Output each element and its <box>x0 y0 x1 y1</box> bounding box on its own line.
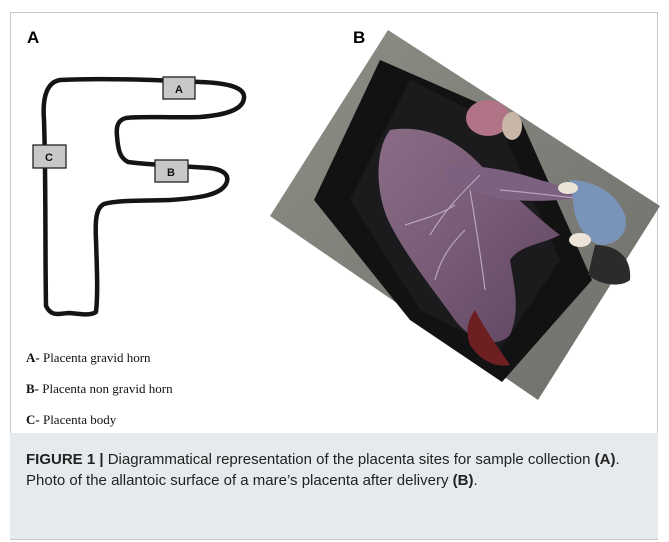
diagram-box-a-label: A <box>175 84 183 96</box>
legend-item-c-text: Placenta body <box>40 412 117 427</box>
legend-item-b-text: Placenta non gravid horn <box>39 381 173 396</box>
legend-item-b: B- Placenta non gravid horn <box>26 381 173 397</box>
placenta-outline <box>44 79 244 314</box>
diagram-box-c-label: C <box>45 152 53 164</box>
placenta-photo <box>270 30 660 400</box>
figure-caption: FIGURE 1 | Diagrammatical representation… <box>10 433 658 539</box>
figure-label: FIGURE 1 | <box>26 451 104 468</box>
diagram-box-a: A <box>163 77 195 99</box>
legend-item-a: A- Placenta gravid horn <box>26 350 151 366</box>
caption-text-3: . <box>473 472 477 489</box>
legend-item-a-text: Placenta gravid horn <box>40 350 151 365</box>
caption-ref-b: (B) <box>453 472 474 489</box>
caption-ref-a: (A) <box>595 451 616 468</box>
legend-item-c-key: C- <box>26 412 40 427</box>
diagram-box-b: B <box>155 160 188 182</box>
diagram-box-c: C <box>33 145 66 168</box>
caption-text-1: Diagrammatical representation of the pla… <box>104 451 595 468</box>
legend-item-c: C- Placenta body <box>26 412 116 428</box>
legend-item-b-key: B- <box>26 381 39 396</box>
diagram-box-b-label: B <box>167 167 175 179</box>
legend-item-a-key: A- <box>26 350 40 365</box>
